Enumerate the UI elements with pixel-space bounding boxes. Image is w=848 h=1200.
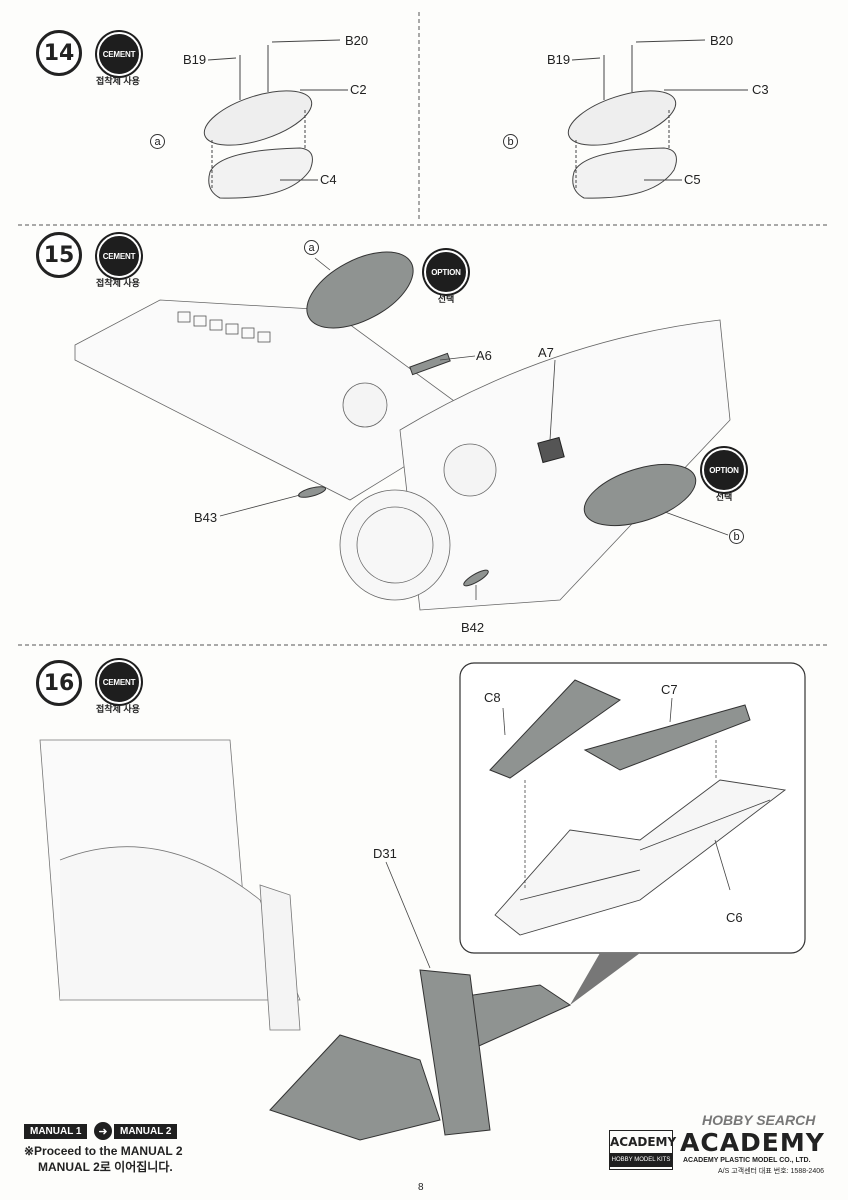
option-badge-a: OPTION <box>424 250 468 294</box>
label-d31: D31 <box>373 846 397 861</box>
variant-b-marker-14: b <box>503 134 518 149</box>
cement-sub-14: 접착제 사용 <box>96 76 140 86</box>
variant-a-marker-14: a <box>150 134 165 149</box>
manual-1-tag: MANUAL 1 <box>24 1124 88 1139</box>
cement-badge-16: CEMENT <box>97 660 141 704</box>
proceed-english: ※Proceed to the MANUAL 2 <box>24 1144 183 1158</box>
cement-badge-14: CEMENT <box>97 32 141 76</box>
label-c6: C6 <box>726 910 743 925</box>
label-a7: A7 <box>538 345 554 360</box>
option-sub-a: 선택 <box>437 294 455 304</box>
part-a7-shape <box>537 436 565 464</box>
company-name: ACADEMY PLASTIC MODEL CO., LTD. <box>683 1157 811 1164</box>
label-b42: B42 <box>461 620 485 635</box>
part-c7-shape <box>583 704 751 771</box>
step-number-14: 14 <box>36 30 82 76</box>
label-c2: C2 <box>350 82 367 97</box>
step14-right-assembly <box>567 39 748 199</box>
d31-leader <box>385 861 431 969</box>
label-b20-right: B20 <box>710 33 734 48</box>
manual-2-tag: MANUAL 2 <box>114 1124 178 1139</box>
academy-brand-logo: ACADEMY <box>680 1128 825 1157</box>
fairing-a-part <box>306 251 414 329</box>
step-number-15: 15 <box>36 232 82 278</box>
academy-small-logo-text: ACADEMY <box>610 1135 677 1149</box>
label-a6: A6 <box>476 348 492 363</box>
part-c8-shape <box>489 679 622 779</box>
academy-small-logo-sub: HOBBY MODEL KITS <box>610 1153 672 1167</box>
academy-small-logo: ACADEMY HOBBY MODEL KITS <box>609 1130 677 1170</box>
service-line: A/S 고객센터 대표 번호: 1588-2406 <box>718 1168 825 1175</box>
label-c7: C7 <box>661 682 678 697</box>
page-number: 8 <box>418 1182 424 1193</box>
label-c5: C5 <box>684 172 701 187</box>
part-b43-shape <box>297 486 327 498</box>
option-sub-b: 선택 <box>715 492 733 502</box>
part-b42-shape <box>463 569 489 587</box>
part-a6-shape <box>409 352 451 376</box>
inset-pointer <box>570 953 640 1005</box>
label-b20-left: B20 <box>345 33 369 48</box>
label-b19-left: B19 <box>183 52 207 67</box>
label-b43: B43 <box>194 510 218 525</box>
cement-sub-15: 접착제 사용 <box>96 278 140 288</box>
step14-left-assembly <box>203 39 348 199</box>
cement-sub-16: 접착제 사용 <box>96 704 140 714</box>
variant-a-marker-15: a <box>304 240 319 255</box>
label-c8: C8 <box>484 690 501 705</box>
arrow-right-icon: ➜ <box>94 1122 112 1140</box>
fairing-b-part <box>583 463 697 527</box>
label-b19-right: B19 <box>547 52 571 67</box>
part-c6-frame <box>494 779 787 936</box>
step16-aircraft-tail <box>39 739 301 1031</box>
option-badge-b: OPTION <box>702 448 746 492</box>
step15-leaders <box>219 257 729 600</box>
variant-b-marker-15: b <box>729 529 744 544</box>
step15-aircraft <box>74 299 731 611</box>
part-d31-shape <box>419 969 491 1136</box>
label-c4: C4 <box>320 172 337 187</box>
step16-inset-leaders <box>502 697 731 891</box>
watermark: HOBBY SEARCH <box>702 1112 816 1128</box>
label-c3: C3 <box>752 82 769 97</box>
cement-badge-15: CEMENT <box>97 234 141 278</box>
proceed-korean: MANUAL 2로 이어집니다. <box>38 1160 173 1174</box>
step-number-16: 16 <box>36 660 82 706</box>
horizontal-stabilizer-left <box>269 1034 441 1141</box>
